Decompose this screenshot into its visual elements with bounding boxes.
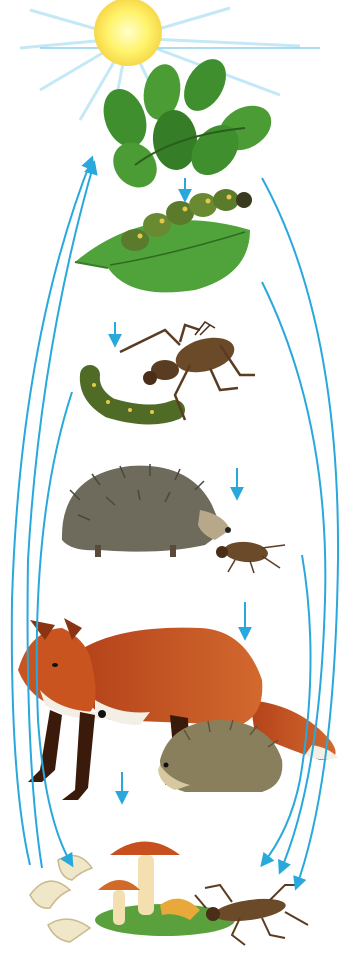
- fox-and-hedgehog-icon: [18, 618, 338, 800]
- hedgehog-with-beetle-icon: [62, 464, 285, 573]
- leaves-icon: [96, 52, 279, 196]
- mushrooms-larvae-beetle-icon: [30, 842, 308, 946]
- caterpillar-on-leaf-icon: [75, 189, 252, 292]
